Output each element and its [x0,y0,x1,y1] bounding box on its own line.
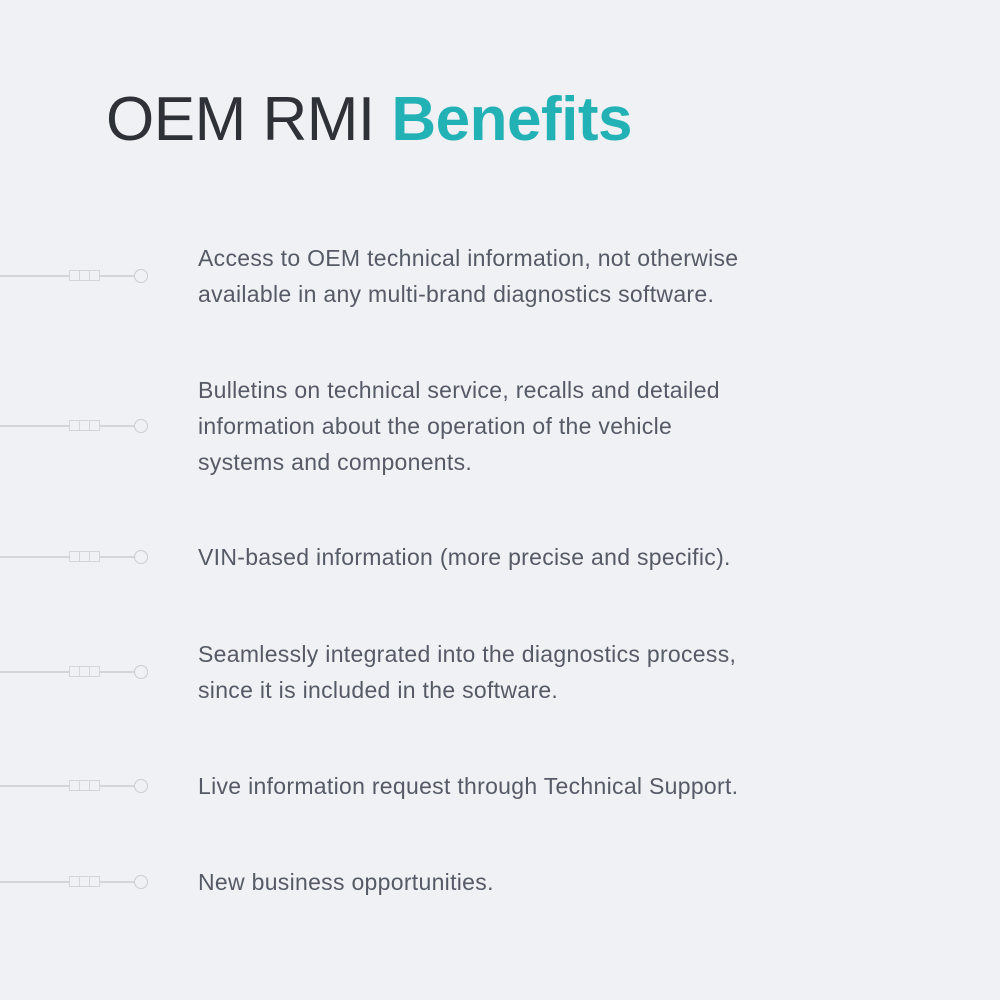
benefit-text: New business opportunities. [198,864,494,900]
benefit-item: Live information request through Technic… [0,768,1000,804]
benefit-item: Seamlessly integrated into the diagnosti… [0,636,1000,708]
connector-icon [0,549,150,565]
benefit-text: VIN-based information (more precise and … [198,539,731,575]
benefit-item: New business opportunities. [0,864,1000,900]
benefit-text-line: VIN-based information (more precise and … [198,544,731,570]
connector-icon [0,874,150,890]
benefit-item: VIN-based information (more precise and … [0,539,1000,575]
connector-icon [0,268,150,284]
benefit-text-line: systems and components. [198,449,473,475]
benefit-text-line: available in any multi-brand diagnostics… [198,281,715,307]
benefit-text: Seamlessly integrated into the diagnosti… [198,636,736,708]
title-prefix: OEM RMI [106,85,375,154]
benefit-text-line: Access to OEM technical information, not… [198,245,739,271]
benefit-text-line: Seamlessly integrated into the diagnosti… [198,641,737,667]
benefit-text-line: since it is included in the software. [198,677,559,703]
benefit-text-line: Bulletins on technical service, recalls … [198,377,720,403]
benefit-text: Live information request through Technic… [198,768,738,804]
connector-icon [0,664,150,680]
benefit-text: Bulletins on technical service, recalls … [198,372,720,480]
title-accent: Benefits [391,85,632,154]
benefit-item: Access to OEM technical information, not… [0,240,1000,312]
benefit-text-line: New business opportunities. [198,869,494,895]
connector-icon [0,778,150,794]
benefit-item: Bulletins on technical service, recalls … [0,372,1000,480]
benefit-text: Access to OEM technical information, not… [198,240,738,312]
connector-icon [0,418,150,434]
benefit-text-line: Live information request through Technic… [198,773,739,799]
benefit-text-line: information about the operation of the v… [198,413,673,439]
page-title: OEM RMI Benefits [106,82,632,158]
